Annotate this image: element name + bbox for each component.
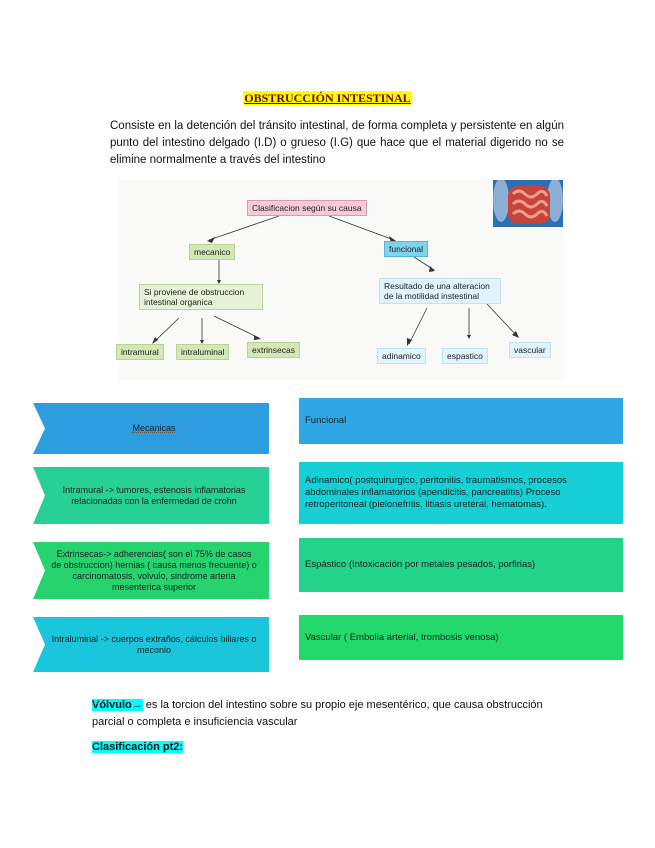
classification-diagram: Clasificacion según su causa mecanico fu… bbox=[116, 180, 565, 380]
connector-vascular bbox=[486, 303, 518, 337]
intestine-illustration bbox=[493, 180, 563, 227]
extrinsecas-box: Extrinsecas-> adherencias( son el 75% de… bbox=[33, 542, 269, 599]
connector-intramural bbox=[153, 317, 180, 343]
intraluminal-box: Intraluminal -> cuerpos extraños, cálcul… bbox=[33, 617, 269, 672]
volvulo-definition: es la torcion del intestino sobre su pro… bbox=[92, 699, 543, 728]
diagram-root-node: Clasificacion según su causa bbox=[247, 200, 367, 216]
chevron-notch-icon bbox=[33, 467, 45, 524]
connector-root-mecanico bbox=[208, 215, 280, 241]
arrow-right-icon: → bbox=[131, 699, 143, 711]
diagram-leaf-adinamico: adinamico bbox=[377, 348, 426, 364]
diagram-funcional-node: funcional bbox=[384, 241, 429, 257]
chevron-notch-icon bbox=[33, 617, 45, 672]
connector-adinamico bbox=[408, 307, 428, 345]
diagram-leaf-extrinsecas: extrinsecas bbox=[247, 342, 300, 358]
volvulo-term: Vólvulo→ bbox=[92, 699, 143, 711]
chevron-notch-icon bbox=[33, 403, 45, 454]
chevron-notch-icon bbox=[33, 542, 45, 599]
diagram-leaf-intraluminal: intraluminal bbox=[176, 344, 230, 360]
diagram-leaf-espastico: espastico bbox=[442, 348, 488, 364]
intro-paragraph: Consiste en la detención del tránsito in… bbox=[110, 120, 564, 166]
document-title: OBSTRUCCIÓN INTESTINAL bbox=[0, 89, 655, 107]
connector-extrinsecas bbox=[213, 315, 260, 339]
diagram-leaf-vascular: vascular bbox=[509, 342, 551, 358]
diagram-mecanico-node: mecanico bbox=[189, 244, 236, 260]
diagram-funcional-desc: Resultado de una alteracion de la motili… bbox=[379, 278, 501, 304]
intramural-box: Intramural -> tumores, estenosis inflama… bbox=[33, 467, 269, 524]
section2-heading: Clasificación pt2: bbox=[92, 741, 184, 753]
diagram-mecanico-desc: Si proviene de obstruccion intestinal or… bbox=[139, 284, 263, 310]
diagram-connectors bbox=[152, 215, 519, 346]
espastico-box: Espástico (Intoxicación por metales pesa… bbox=[299, 538, 623, 592]
adinamico-box: Adinamico( postquirurgico, peritonitis, … bbox=[299, 462, 623, 524]
mecanicas-header: Mecanicas bbox=[33, 403, 269, 454]
vascular-box: Vascular ( Embolia arterial, trombosis v… bbox=[299, 615, 623, 660]
funcional-header: Funcional bbox=[299, 398, 623, 444]
volvulo-paragraph: Vólvulo→ es la torcion del intestino sob… bbox=[92, 697, 572, 731]
diagram-leaf-intramural: intramural bbox=[116, 344, 164, 360]
document-title-text: OBSTRUCCIÓN INTESTINAL bbox=[243, 91, 412, 105]
connector-root-funcional bbox=[328, 215, 395, 241]
